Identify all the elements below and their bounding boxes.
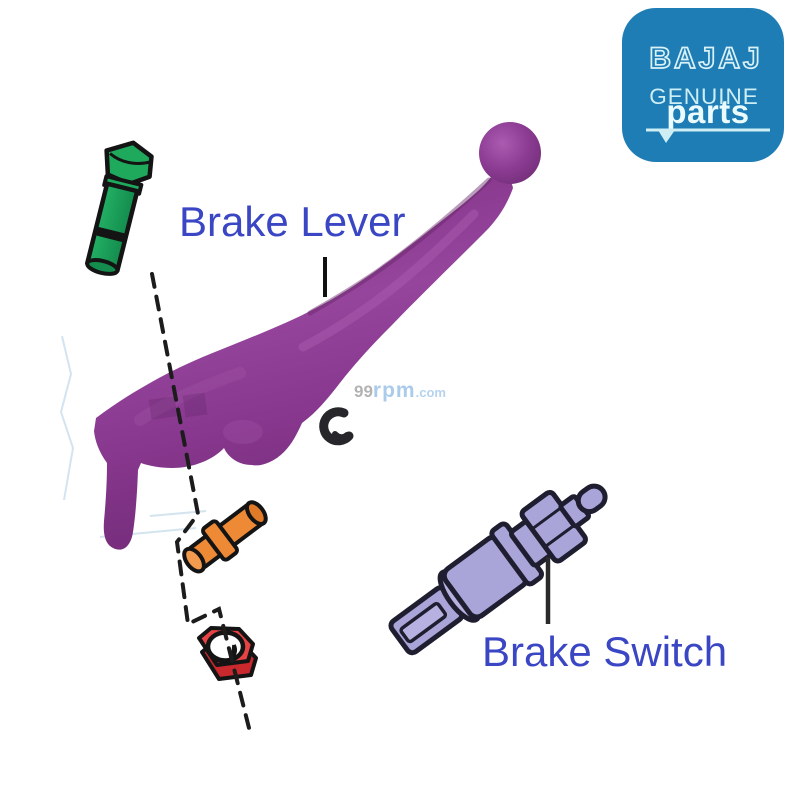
lever-ball-end	[479, 122, 541, 184]
pin-flange	[201, 519, 239, 562]
watermark-suffix: .com	[415, 385, 446, 400]
lever-top-shadow	[307, 177, 492, 316]
switch-plunger-tip	[575, 483, 608, 515]
brake-lever-drawing	[94, 122, 541, 550]
watermark-brand: rpm	[372, 379, 416, 402]
pivot-bolt-drawing	[85, 140, 154, 276]
lever-body	[94, 174, 513, 550]
e-clip-drawing	[319, 407, 354, 446]
watermark-prefix: 99	[354, 382, 373, 401]
bolt-tip	[85, 258, 120, 276]
bajaj-genuine-parts-logo: BAJAJ GENUINE parts	[622, 8, 784, 162]
logo-underline-arrow-icon	[658, 130, 675, 143]
logo-brand-text: BAJAJ	[649, 42, 762, 75]
assembly-dashed-line	[150, 272, 251, 730]
switch-connector-slot	[399, 601, 448, 644]
brake-switch-label: Brake Switch	[482, 628, 728, 675]
bolt-band	[94, 226, 127, 242]
hex-nut-drawing	[197, 626, 258, 681]
lever-pivot-highlight	[134, 367, 246, 426]
brake-switch-drawing	[388, 483, 608, 656]
e-clip-prong	[332, 431, 350, 441]
logo-parts-text: parts	[666, 93, 749, 130]
brake-lever-label: Brake Lever	[179, 198, 406, 245]
bolt-head-facet	[109, 152, 152, 165]
pin-end-face	[244, 500, 268, 526]
nut-thread-arc	[210, 644, 238, 663]
switch-hex-facets	[532, 506, 575, 547]
lever-pivot-details	[148, 392, 263, 444]
logo-artwork: BAJAJ GENUINE parts	[646, 41, 770, 143]
pivot-pin-drawing	[182, 500, 268, 574]
watermark: 99rpm.com	[354, 379, 446, 403]
pin-cap	[182, 546, 206, 574]
logo-genuine-text: GENUINE	[649, 84, 759, 109]
lever-highlight	[298, 209, 479, 352]
bolt-shaft	[85, 181, 140, 273]
